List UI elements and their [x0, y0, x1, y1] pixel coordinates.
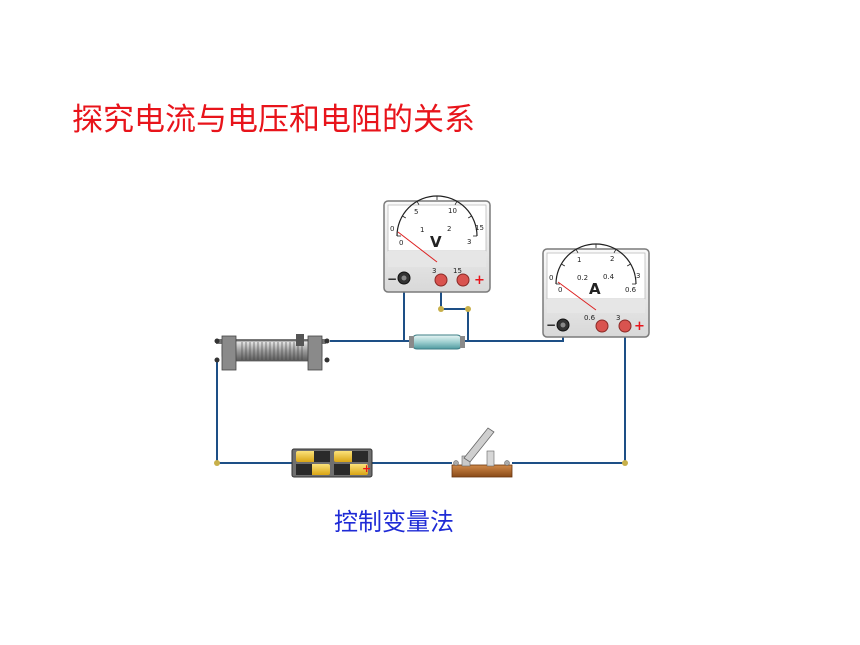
ammeter-symbol: A [589, 280, 601, 298]
battery-plus-sign: + [362, 462, 371, 475]
fixed-resistor-icon [409, 334, 465, 350]
ammeter-inner-tick: 0.4 [603, 273, 615, 281]
voltmeter-outer-tick: 10 [448, 207, 457, 215]
ammeter-inner-tick: 0 [558, 286, 562, 294]
ammeter-terminal-label: 0.6 [584, 314, 596, 322]
battery-pack-icon: + [291, 448, 373, 478]
ammeter-0.6-terminal [595, 319, 609, 333]
voltmeter-plus-sign: + [474, 273, 485, 288]
ammeter: 0 1 2 3 0 0.2 0.4 0.6 A − 0.6 3 + [542, 243, 650, 338]
voltmeter-needle [397, 231, 438, 263]
wires [216, 287, 626, 464]
voltmeter-inner-tick: 0 [399, 239, 403, 247]
ammeter-terminal-label: 3 [616, 314, 620, 322]
voltmeter-minus-sign: − [387, 272, 397, 286]
ammeter-outer-tick: 2 [610, 255, 614, 263]
voltmeter-inner-tick: 2 [447, 225, 451, 233]
voltmeter-inner-tick: 1 [420, 226, 424, 234]
voltmeter-outer-tick: 5 [414, 208, 418, 216]
sliding-rheostat-icon [214, 334, 330, 371]
voltmeter: 0 5 10 15 0 1 2 3 V − 3 15 + [383, 195, 491, 293]
voltmeter-terminal-label: 15 [453, 267, 462, 275]
ammeter-minus-sign: − [546, 318, 556, 332]
ammeter-outer-tick: 0 [549, 274, 553, 282]
knife-switch-icon [451, 427, 513, 478]
ammeter-plus-sign: + [634, 319, 645, 334]
ammeter-3-terminal [618, 319, 632, 333]
voltmeter-outer-tick: 0 [390, 225, 394, 233]
voltmeter-terminal-label: 3 [432, 267, 436, 275]
voltmeter-15-terminal [456, 273, 470, 287]
method-caption: 控制变量法 [334, 508, 454, 536]
voltmeter-inner-tick: 3 [467, 238, 471, 246]
ammeter-inner-tick: 0.2 [577, 274, 588, 282]
ammeter-needle [557, 281, 597, 311]
voltmeter-symbol: V [430, 233, 442, 251]
voltmeter-3-terminal [434, 273, 448, 287]
wire-voltmeter-pos [440, 287, 469, 341]
page-title: 探究电流与电压和电阻的关系 [72, 102, 475, 138]
ammeter-outer-tick: 1 [577, 256, 581, 264]
wire-joints [214, 306, 628, 466]
ammeter-inner-tick: 0.6 [625, 286, 637, 294]
ammeter-outer-tick: 3 [636, 272, 640, 280]
voltmeter-outer-tick: 15 [475, 224, 484, 232]
